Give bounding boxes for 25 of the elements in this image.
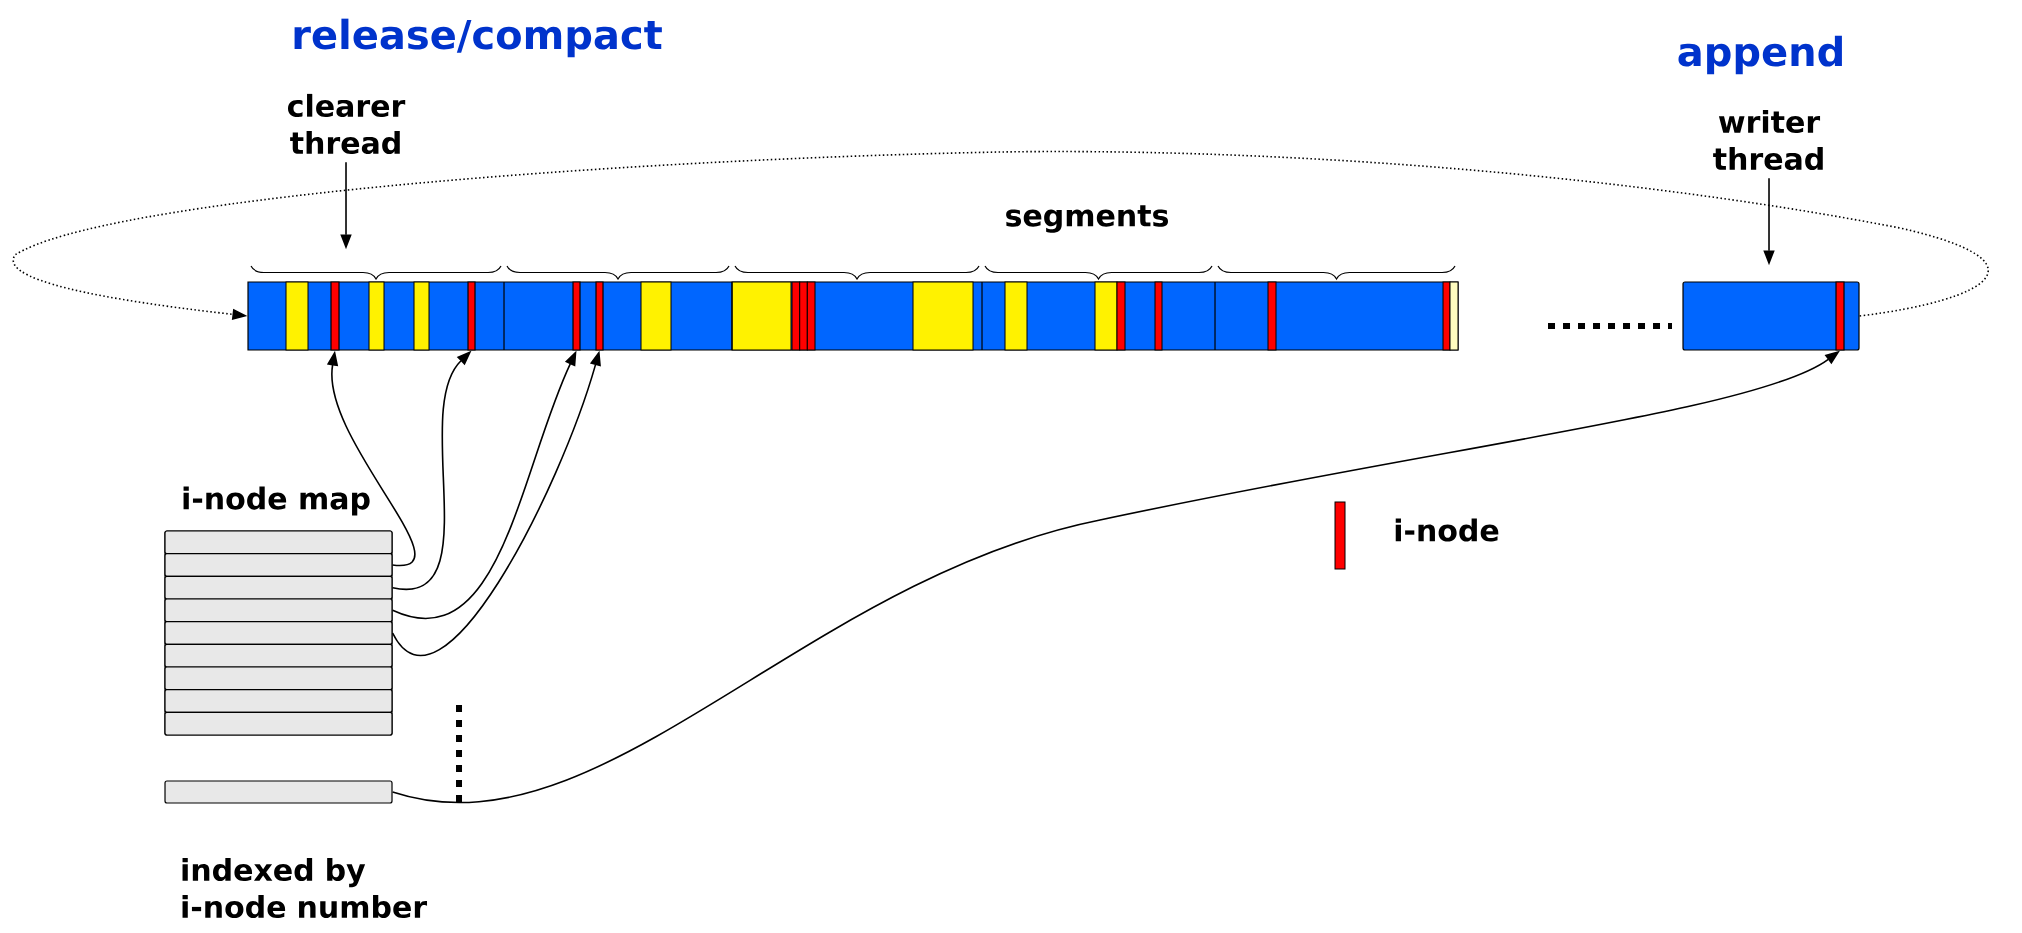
inode-stripe [467,281,476,351]
log-block [1682,281,1860,351]
map-row [164,689,393,713]
inode-stripe [1835,281,1845,351]
map-row [164,711,393,736]
legend-text: i-node [1395,518,1499,542]
thread-label: writer thread [1713,109,1823,171]
map-row [164,598,393,623]
map-row [164,666,393,691]
inode-stripe [595,281,604,351]
map-row [164,780,393,804]
heading: release/compact [294,18,662,58]
thread-label: clearer thread [288,93,406,155]
caption-text: segments [1006,205,1168,233]
map-row [164,530,393,555]
inode-stripe [572,281,581,351]
map-row [164,575,393,600]
map-row [164,621,393,645]
map-row [164,643,393,668]
map-row [164,553,393,577]
arrow [12,150,1990,320]
heading: append [1678,35,1842,75]
caption-text: indexed by i-node number [182,857,428,919]
table-heading: i-node map [183,486,370,516]
inode-stripe [330,281,340,351]
